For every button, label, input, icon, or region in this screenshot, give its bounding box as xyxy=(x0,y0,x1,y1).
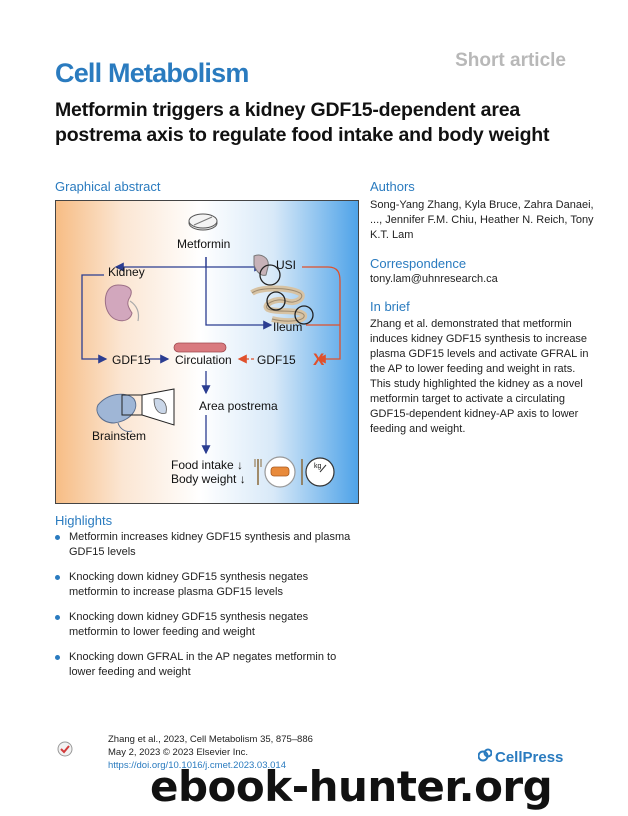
label-circulation: Circulation xyxy=(175,353,232,367)
graphical-abstract-heading: Graphical abstract xyxy=(55,179,161,194)
list-item: Knocking down GFRAL in the AP negates me… xyxy=(55,650,360,680)
correspondence-heading: Correspondence xyxy=(370,256,467,271)
article-type-label: Short article xyxy=(455,50,566,71)
label-metformin: Metformin xyxy=(177,237,231,251)
label-body-weight: Body weight ↓ xyxy=(171,472,246,486)
journal-logo: Cell Metabolism xyxy=(55,58,249,88)
highlights-heading: Highlights xyxy=(55,513,113,528)
bullet-icon xyxy=(55,575,60,580)
label-brainstem: Brainstem xyxy=(92,429,147,443)
citation-footer: Zhang et al., 2023, Cell Metabolism 35, … xyxy=(108,733,313,772)
cellpress-icon xyxy=(477,748,493,766)
kidney-icon xyxy=(104,284,140,322)
highlights-list: Metformin increases kidney GDF15 synthes… xyxy=(55,530,360,690)
label-gdf15-right: GDF15 xyxy=(257,353,296,367)
authors-heading: Authors xyxy=(370,179,415,194)
bullet-icon xyxy=(55,655,60,660)
brainstem-icon xyxy=(96,388,175,432)
label-kidney: Kidney xyxy=(108,265,145,279)
list-item: Metformin increases kidney GDF15 synthes… xyxy=(55,530,360,560)
food-plate-icon xyxy=(254,456,303,488)
intestine-icon xyxy=(250,254,314,325)
label-area-postrema: Area postrema xyxy=(199,399,278,413)
cellpress-logo: CellPress xyxy=(477,748,563,766)
in-brief-heading: In brief xyxy=(370,299,410,314)
correspondence-email[interactable]: tony.lam@uhnresearch.ca xyxy=(370,273,498,285)
label-usi: USI xyxy=(276,258,297,272)
doi-link[interactable]: https://doi.org/10.1016/j.cmet.2023.03.0… xyxy=(108,760,286,771)
scale-icon xyxy=(305,457,335,487)
label-gdf15-left: GDF15 xyxy=(112,353,151,367)
bullet-icon xyxy=(55,615,60,620)
in-brief-text: Zhang et al. demonstrated that metformin… xyxy=(370,318,589,435)
block-x-icon: X xyxy=(313,350,325,369)
list-item: Knocking down kidney GDF15 synthesis neg… xyxy=(55,570,360,600)
authors-list: Song-Yang Zhang, Kyla Bruce, Zahra Danae… xyxy=(370,199,594,241)
watermark: ebook-hunter.org xyxy=(150,762,553,811)
blood-vessel-icon xyxy=(173,342,227,353)
graphical-abstract-diagram: X xyxy=(81,213,341,488)
label-food-intake: Food intake ↓ xyxy=(171,458,244,472)
arrow-kidney-gdf15 xyxy=(81,274,108,364)
label-scale-kg: kg xyxy=(314,463,322,470)
label-ileum: Ileum xyxy=(273,320,303,334)
graphical-abstract: X Metformin Kidne xyxy=(55,200,359,504)
citation-date: May 2, 2023 © 2023 Elsevier Inc. xyxy=(108,747,249,758)
pill-icon xyxy=(188,213,218,231)
article-title: Metformin triggers a kidney GDF15-depend… xyxy=(55,99,550,146)
bullet-icon xyxy=(55,535,60,540)
arrow-to-ileum xyxy=(205,267,273,330)
check-for-updates-icon[interactable] xyxy=(57,741,73,757)
citation-text: Zhang et al., 2023, Cell Metabolism 35, … xyxy=(108,734,313,745)
list-item: Knocking down kidney GDF15 synthesis neg… xyxy=(55,610,360,640)
arrow-usi-red xyxy=(302,266,341,364)
